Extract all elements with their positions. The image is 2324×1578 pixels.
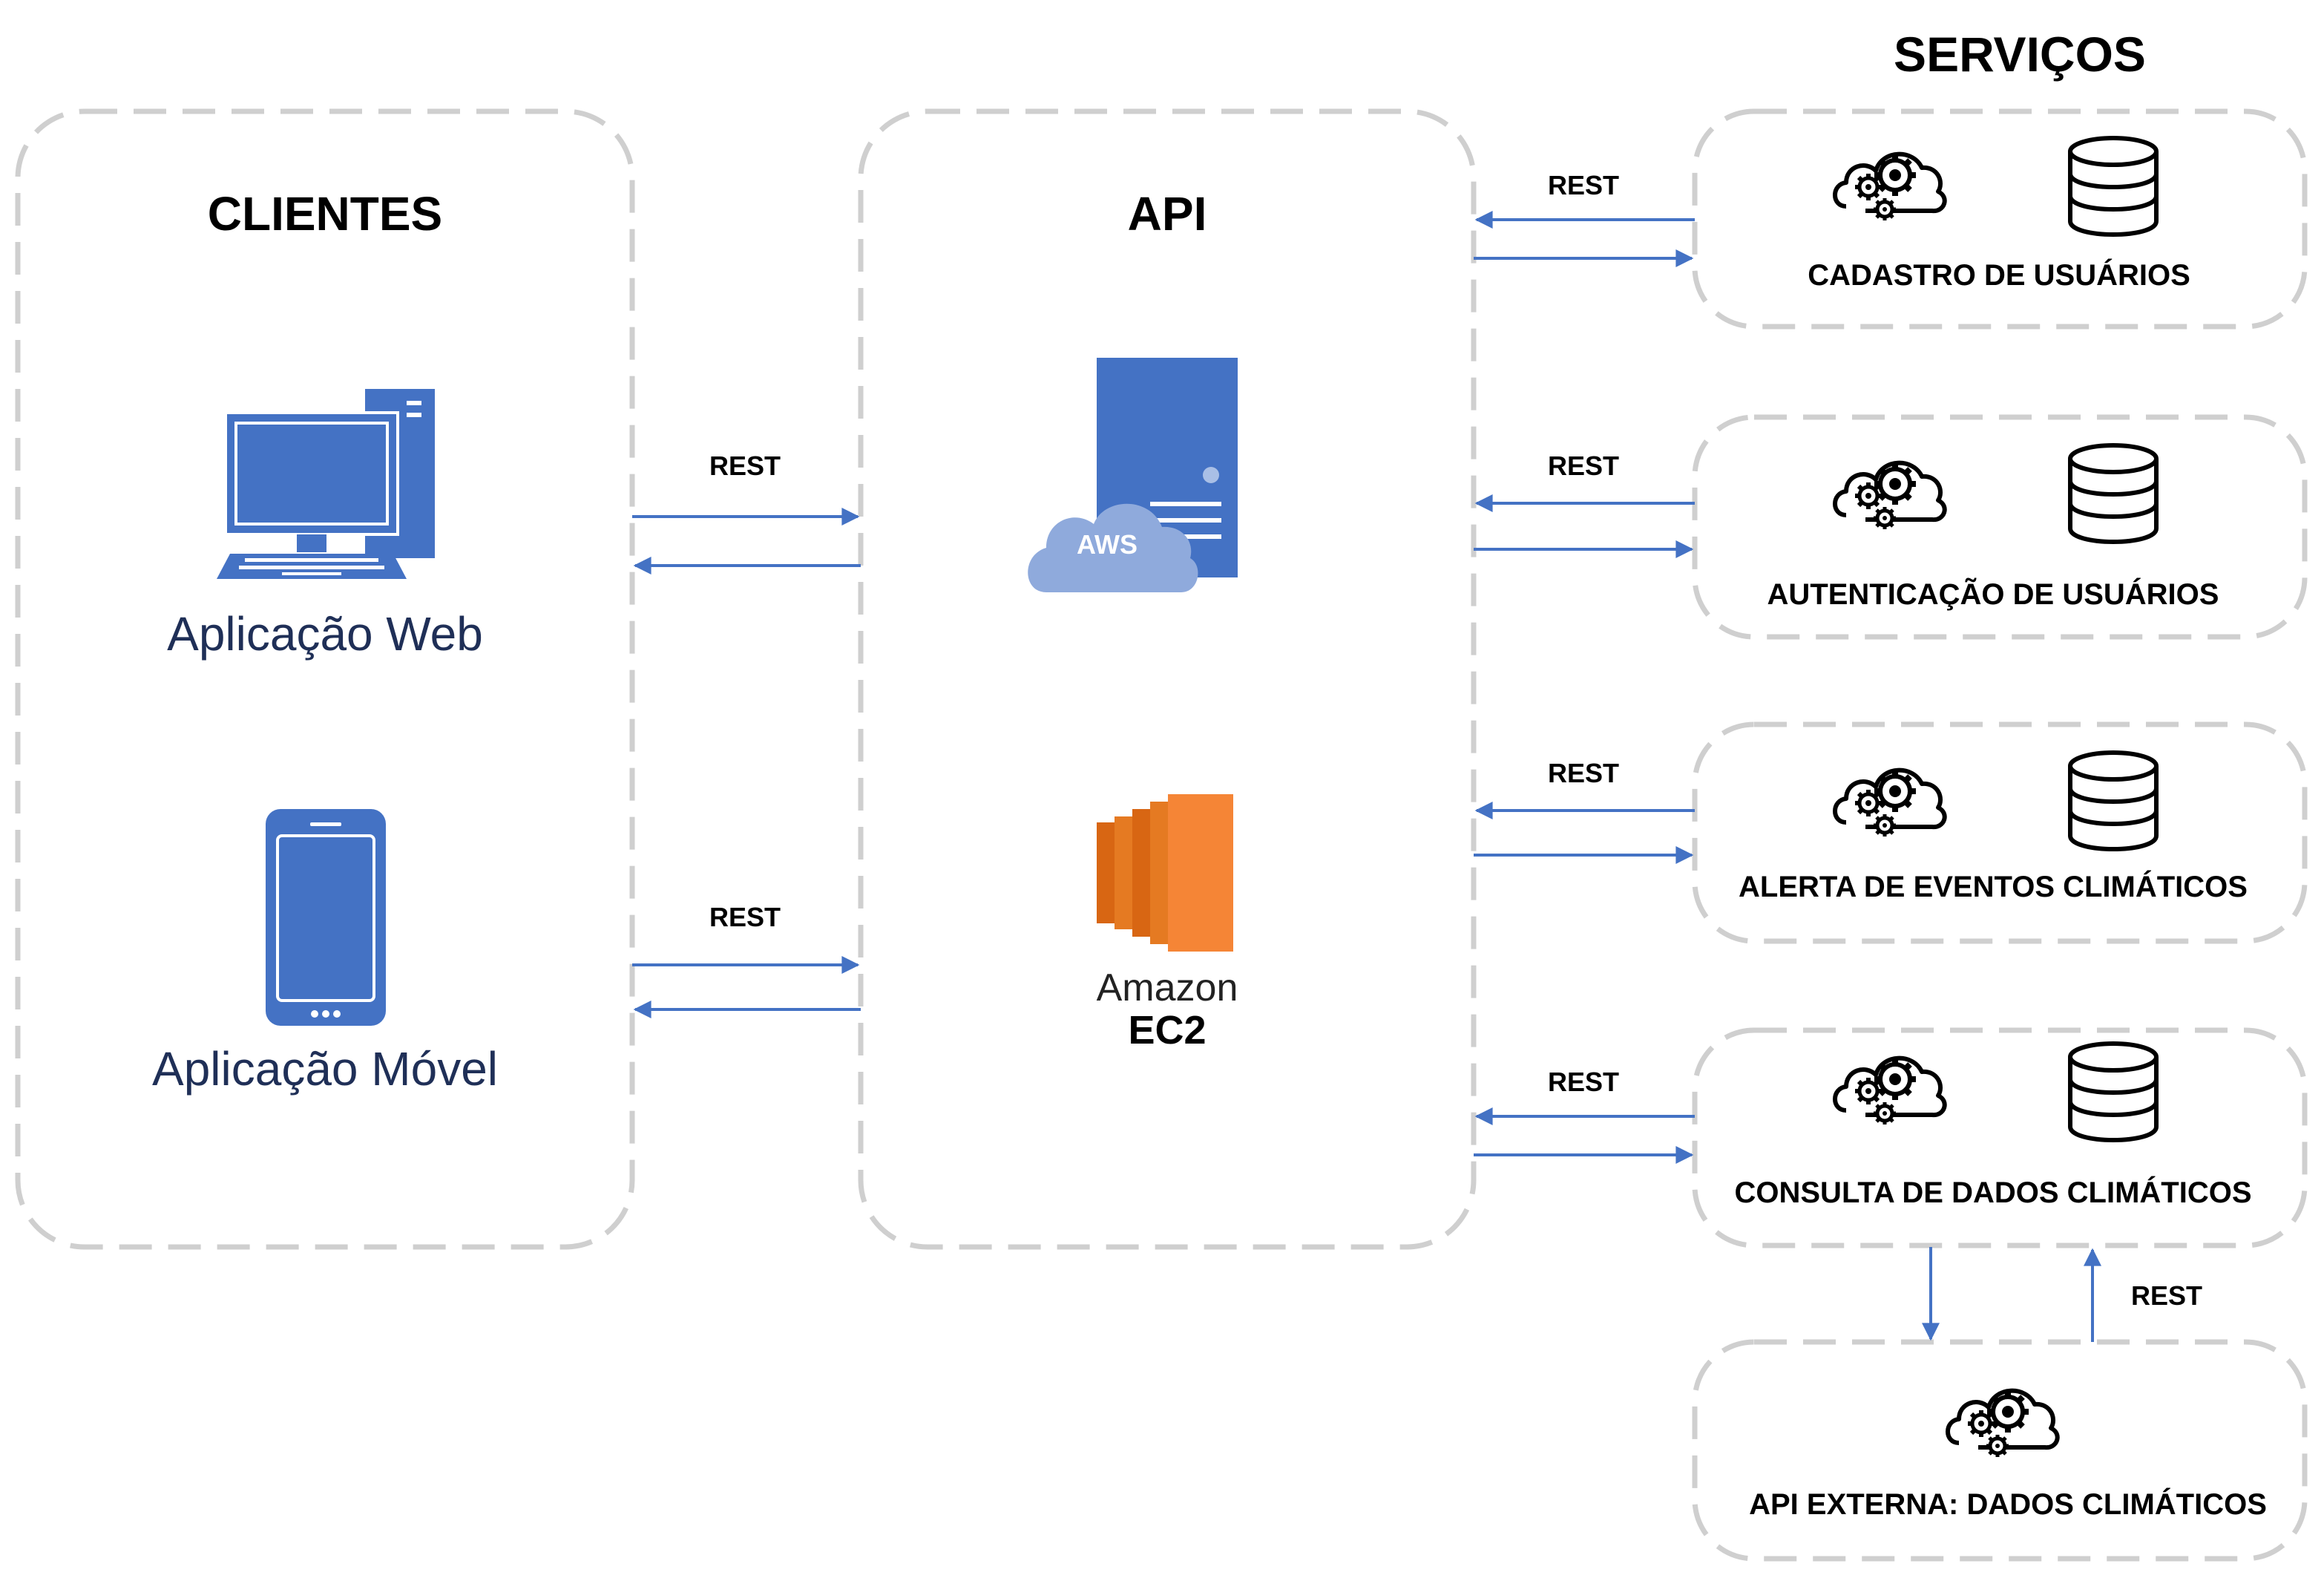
web-app-label: Aplicação Web [167,607,483,661]
database-icon [2070,753,2156,849]
service-box-autenticacao [1692,414,2308,640]
clients-group-box [15,108,635,1250]
edge-label: REST [2131,1280,2202,1311]
edge-api-consulta: REST [1474,1067,1695,1164]
service-box-alerta [1692,721,2308,944]
service-alerta: ALERTA DE EVENTOS CLIMÁTICOS [1739,753,2248,903]
cloud-gears-icon [1835,770,1945,837]
ec2-name-line2: EC2 [1128,1008,1206,1052]
edge-label: REST [709,902,781,932]
servicos-title: SERVIÇOS [1894,27,2146,82]
aws-badge: AWS [1077,529,1138,560]
service-label: CONSULTA DE DADOS CLIMÁTICOS [1734,1176,2251,1209]
edge-label: REST [709,451,781,481]
api-title: API [1128,187,1207,240]
service-label: ALERTA DE EVENTOS CLIMÁTICOS [1739,870,2248,903]
database-icon [2070,138,2156,235]
external-api-box [1692,1339,2308,1562]
aws-server-icon: AWS [1028,358,1238,592]
edge-api-alerta: REST [1474,758,1695,864]
edge-consulta-external: REST [1922,1247,2202,1342]
service-consulta: CONSULTA DE DADOS CLIMÁTICOS [1734,1044,2252,1209]
edge-label: REST [1548,758,1619,788]
cloud-gears-icon [1835,154,1945,220]
cloud-gears-icon [1948,1391,2058,1457]
service-cadastro: CADASTRO DE USUÁRIOS [1808,138,2190,292]
smartphone-icon [266,809,386,1026]
edge-label: REST [1548,170,1619,200]
mobile-app-label: Aplicação Móvel [152,1042,498,1096]
service-autenticacao: AUTENTICAÇÃO DE USUÁRIOS [1767,445,2219,611]
edge-api-autenticacao: REST [1474,451,1695,558]
desktop-computer-icon [217,389,435,579]
external-api-label: API EXTERNA: DADOS CLIMÁTICOS [1749,1487,2267,1521]
database-icon [2070,1044,2156,1140]
api-group-box [858,108,1477,1250]
service-label: CADASTRO DE USUÁRIOS [1808,258,2190,292]
edge-mobile-to-api: REST [632,902,861,1018]
service-box-cadastro [1692,108,2308,330]
edge-web-to-api: REST [632,451,861,574]
edge-label: REST [1548,1067,1619,1097]
service-label: AUTENTICAÇÃO DE USUÁRIOS [1767,577,2219,611]
ec2-name-line1: Amazon [1097,966,1238,1009]
external-api: API EXTERNA: DADOS CLIMÁTICOS [1749,1391,2267,1521]
service-box-consulta [1692,1027,2308,1248]
clientes-title: CLIENTES [208,187,442,240]
amazon-ec2-icon [1097,794,1233,952]
cloud-gears-icon [1835,1058,1945,1124]
cloud-gears-icon [1835,463,1945,529]
edge-label: REST [1548,451,1619,481]
database-icon [2070,445,2156,542]
edge-api-cadastro: REST [1474,170,1695,267]
